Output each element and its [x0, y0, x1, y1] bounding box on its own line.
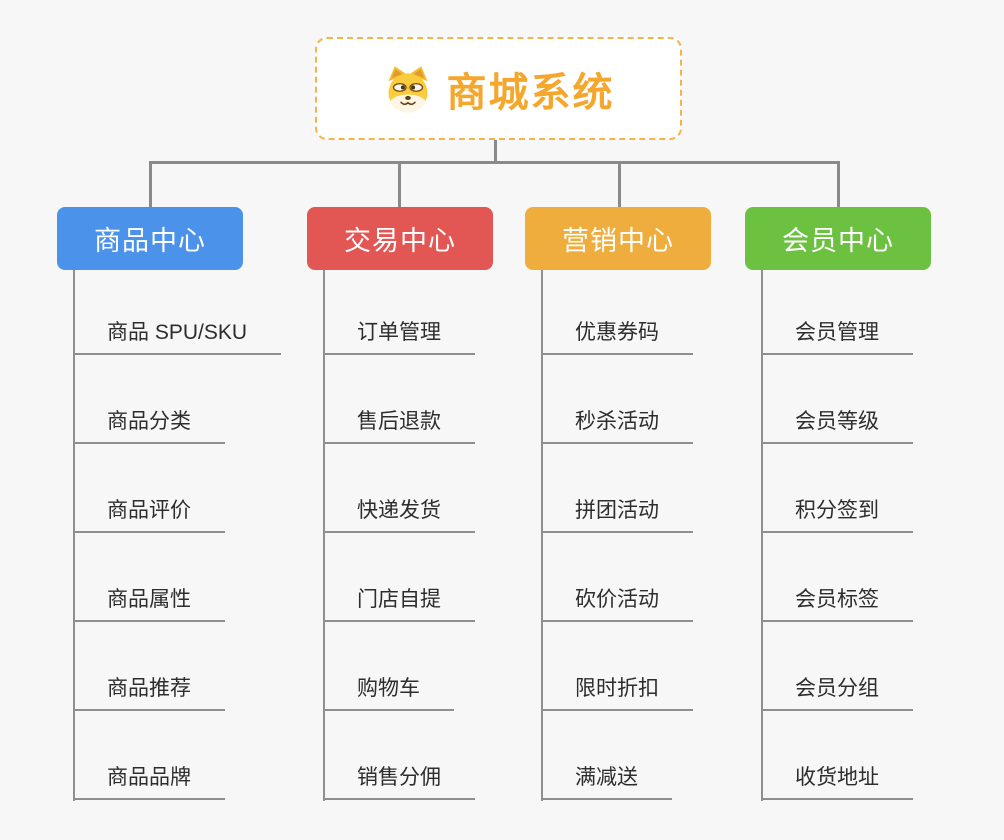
connector-drop-product	[149, 161, 152, 208]
leaf-node[interactable]: 砍价活动	[541, 578, 693, 622]
leaf-node[interactable]: 商品推荐	[73, 667, 225, 711]
leaf-node[interactable]: 商品评价	[73, 489, 225, 533]
leaf-label: 购物车	[357, 677, 420, 700]
leaf-node[interactable]: 销售分佣	[323, 756, 475, 800]
leaf-label: 商品分类	[107, 410, 191, 433]
leaf-node[interactable]: 优惠券码	[541, 311, 693, 355]
branch-node-marketing-center[interactable]: 营销中心	[525, 207, 711, 270]
leaf-label: 商品属性	[107, 588, 191, 611]
leaf-node[interactable]: 秒杀活动	[541, 400, 693, 444]
branch-member-center: 会员中心 会员管理 会员等级 积分签到 会员标签 会员分组 收货地址	[745, 0, 931, 840]
connector-drop-member	[837, 161, 840, 208]
leaf-node[interactable]: 商品分类	[73, 400, 225, 444]
leaf-label: 售后退款	[357, 410, 441, 433]
leaf-label: 商品评价	[107, 499, 191, 522]
leaf-label: 订单管理	[357, 321, 441, 344]
leaf-label: 门店自提	[357, 588, 441, 611]
leaf-node[interactable]: 快递发货	[323, 489, 475, 533]
root-title: 商城系统	[446, 70, 615, 115]
leaf-node[interactable]: 会员管理	[761, 311, 913, 355]
branch-marketing-center: 营销中心 优惠券码 秒杀活动 拼团活动 砍价活动 限时折扣 满减送	[525, 0, 711, 840]
leaf-node[interactable]: 会员等级	[761, 400, 913, 444]
branch-node-product-center[interactable]: 商品中心	[57, 207, 243, 270]
connector-root-stub	[494, 139, 497, 164]
connector-drop-trade	[398, 161, 401, 208]
leaf-label: 商品品牌	[107, 766, 191, 789]
connector-rail	[149, 161, 840, 164]
leaf-node[interactable]: 积分签到	[761, 489, 913, 533]
branch-rail	[73, 270, 75, 801]
leaf-label: 销售分佣	[357, 766, 441, 789]
leaf-label: 拼团活动	[575, 499, 659, 522]
leaf-label: 积分签到	[795, 499, 879, 522]
leaf-label: 优惠券码	[575, 321, 659, 344]
leaf-label: 快递发货	[357, 499, 441, 522]
leaf-node[interactable]: 商品品牌	[73, 756, 225, 800]
leaf-label: 会员标签	[795, 588, 879, 611]
leaf-node[interactable]: 商品 SPU/SKU	[73, 311, 282, 355]
leaf-label: 会员分组	[795, 677, 879, 700]
branch-rail	[323, 270, 325, 801]
root-node[interactable]: 商城系统	[315, 37, 682, 140]
leaf-node[interactable]: 购物车	[323, 667, 454, 711]
leaf-node[interactable]: 收货地址	[761, 756, 913, 800]
branch-rail	[541, 270, 543, 801]
branch-product-center: 商品中心 商品 SPU/SKU 商品分类 商品评价 商品属性 商品推荐 商品品牌	[57, 0, 282, 840]
leaf-label: 砍价活动	[575, 588, 659, 611]
connector-drop-marketing	[618, 161, 621, 208]
leaf-label: 收货地址	[795, 766, 879, 789]
leaf-node[interactable]: 门店自提	[323, 578, 475, 622]
leaf-node[interactable]: 订单管理	[323, 311, 475, 355]
leaf-node[interactable]: 限时折扣	[541, 667, 693, 711]
branch-trade-center: 交易中心 订单管理 售后退款 快递发货 门店自提 购物车 销售分佣	[307, 0, 493, 840]
leaf-label: 商品推荐	[107, 677, 191, 700]
leaf-node[interactable]: 拼团活动	[541, 489, 693, 533]
leaf-node[interactable]: 会员分组	[761, 667, 913, 711]
leaf-node[interactable]: 商品属性	[73, 578, 225, 622]
leaf-node[interactable]: 售后退款	[323, 400, 475, 444]
branch-rail	[761, 270, 763, 801]
leaf-label: 限时折扣	[575, 677, 659, 700]
leaf-label: 秒杀活动	[575, 410, 659, 433]
branch-node-trade-center[interactable]: 交易中心	[307, 207, 493, 270]
branch-node-member-center[interactable]: 会员中心	[745, 207, 931, 270]
leaf-label: 商品 SPU/SKU	[107, 321, 248, 344]
leaf-label: 满减送	[575, 766, 638, 789]
leaf-label: 会员等级	[795, 410, 879, 433]
doge-icon	[387, 65, 428, 112]
leaf-node[interactable]: 满减送	[541, 756, 672, 800]
leaf-label: 会员管理	[795, 321, 879, 344]
leaf-node[interactable]: 会员标签	[761, 578, 913, 622]
